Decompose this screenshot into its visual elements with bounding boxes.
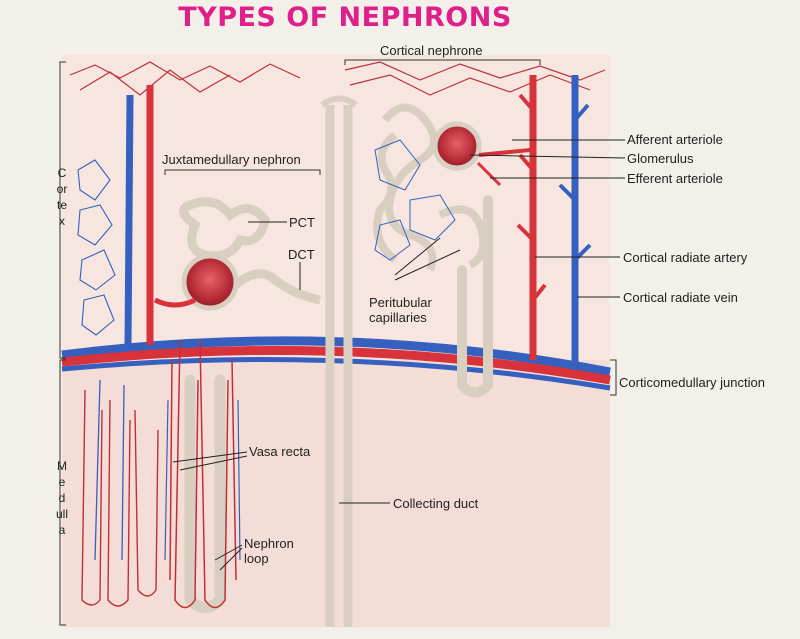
vasa-recta-vessels <box>169 339 237 609</box>
arcuate-artery <box>61 345 611 385</box>
cortical-nephron-tubules <box>373 103 488 272</box>
afferent-arteriole-label: Afferent arteriole <box>627 132 723 147</box>
region-brackets <box>59 59 617 626</box>
peritubular-label-line2: capillaries <box>369 310 427 325</box>
left-medulla-capillaries <box>81 389 159 607</box>
peritubular-label-line1: Peritubular <box>369 295 432 310</box>
cortical-glomerulus <box>432 121 482 171</box>
collecting-duct-label: Collecting duct <box>393 496 479 511</box>
glomerulus-label: Glomerulus <box>627 151 694 166</box>
cortex-label: Cortex <box>56 166 68 228</box>
efferent-arteriole-vessel <box>476 161 502 187</box>
left-cortical-radiate-vein <box>124 94 134 346</box>
nephron-loop-label-line2: loop <box>244 551 269 566</box>
cortical-nephrone-label: Cortical nephrone <box>380 43 483 58</box>
dct-label: DCT <box>288 247 315 262</box>
medulla-background <box>62 360 610 627</box>
medulla-label: Medulla <box>56 459 69 537</box>
peritubular-capillary-network <box>374 139 456 261</box>
juxtamedullary-glomerulus <box>181 253 239 311</box>
leader-lines <box>172 139 626 571</box>
page-title: TYPES OF NEPHRONS <box>178 2 512 33</box>
juxtamedullary-nephron-label: Juxtamedullary nephron <box>162 152 301 167</box>
vasa-recta-label: Vasa recta <box>249 444 311 459</box>
corticomedullary-junction-label: Corticomedullary junction <box>619 375 765 390</box>
afferent-arteriole-vessel <box>478 148 531 157</box>
dct-tubule <box>232 269 321 305</box>
efferent-arteriole-label: Efferent arteriole <box>627 171 723 186</box>
nephron-loop-label-line1: Nephron <box>244 536 294 551</box>
cortical-radiate-vein-label: Cortical radiate vein <box>623 290 738 305</box>
pct-label: PCT <box>289 215 315 230</box>
cortical-radiate-artery-label: Cortical radiate artery <box>623 250 748 265</box>
cortical-nephron-loop <box>457 195 493 398</box>
collecting-duct-tube <box>325 105 353 627</box>
cortical-vein-mesh <box>77 159 116 336</box>
